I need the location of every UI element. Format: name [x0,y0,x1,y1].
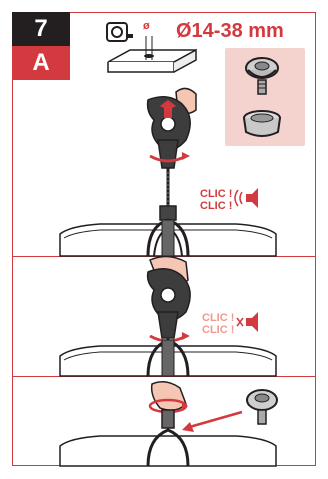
click-sound-text-2: CLIC ! [202,324,234,336]
panel-2-scene [60,256,276,376]
panel-1-scene [60,88,276,256]
panel-3-scene [60,382,277,466]
measuring-tape-icon [107,23,133,41]
click-sound-text-2: CLIC ! [200,200,232,212]
speaker-sound-icon [235,188,258,208]
ring-collar-icon [244,111,280,136]
speaker-muted-icon [237,312,258,332]
click-sound-text-1: CLIC ! [202,312,234,324]
cap-screw-icon [246,58,278,94]
click-sound-text-1: CLIC ! [200,188,232,200]
